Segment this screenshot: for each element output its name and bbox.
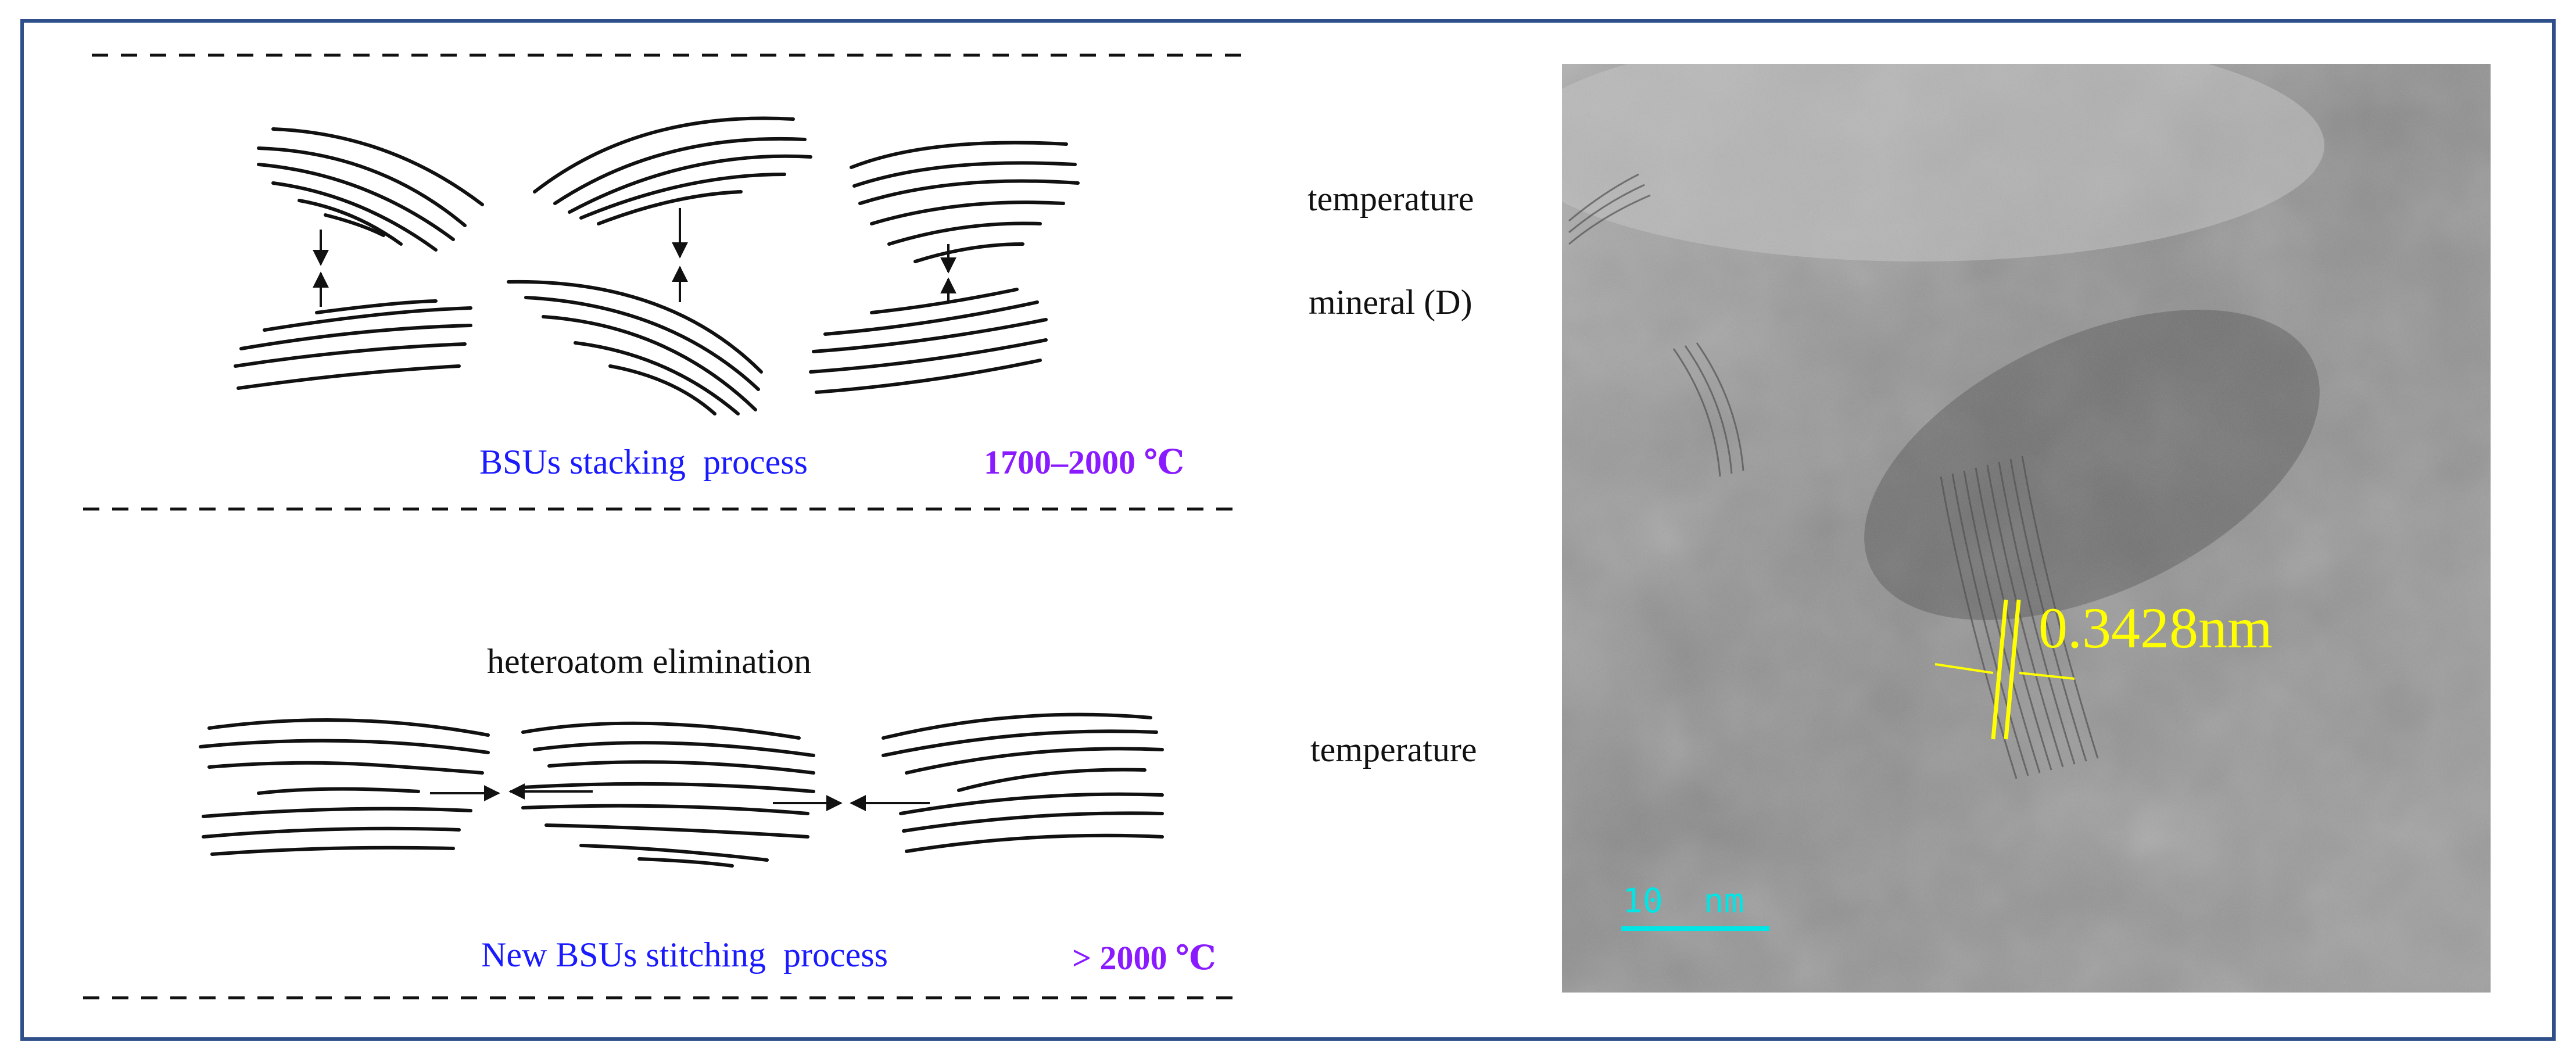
lattice-spacing-label: 0.3428nm <box>2038 596 2273 660</box>
stitching-process-label: New BSUs stitching process <box>481 936 888 974</box>
scale-bar-label: 10 nm <box>1622 881 1744 920</box>
bsu-stitch-1 <box>199 718 490 856</box>
bsu-stack-3-lower <box>809 288 1048 394</box>
lattice-line-left <box>1991 599 2008 740</box>
lattice-line-right <box>2004 599 2021 740</box>
stacking-arrows <box>313 208 956 307</box>
middle-label-mineral: mineral (D) <box>1309 283 1472 321</box>
stacking-diagram <box>234 116 1080 415</box>
stitching-arrows <box>430 783 930 811</box>
stitching-temperature-label: > 2000 ℃ <box>1072 939 1216 977</box>
lattice-arrow-left <box>1934 663 1994 674</box>
middle-label-temperature-2: temperature <box>1310 730 1477 769</box>
bsu-stack-2-upper <box>533 116 812 225</box>
heteroatom-elimination-label: heteroatom elimination <box>487 642 811 680</box>
middle-label-temperature-1: temperature <box>1307 180 1474 218</box>
micrograph-grain <box>1562 64 2491 993</box>
lattice-spacing-annotation <box>1934 599 2075 740</box>
bsu-stack-1-upper <box>257 127 484 252</box>
bsu-stack-2-lower <box>507 280 763 415</box>
bsu-stitch-2 <box>521 721 815 868</box>
bsu-stitch-3 <box>882 712 1164 853</box>
stacking-process-label: BSUs stacking process <box>479 443 808 481</box>
hrtem-micrograph <box>1562 64 2491 993</box>
bsu-stack-1-lower <box>234 299 472 390</box>
stacking-temperature-label: 1700–2000 ℃ <box>984 443 1184 481</box>
stitching-diagram <box>199 712 1164 868</box>
lattice-arrow-right <box>2019 672 2075 680</box>
figure-frame <box>20 19 2556 1041</box>
bsu-stack-3-upper <box>850 141 1080 263</box>
